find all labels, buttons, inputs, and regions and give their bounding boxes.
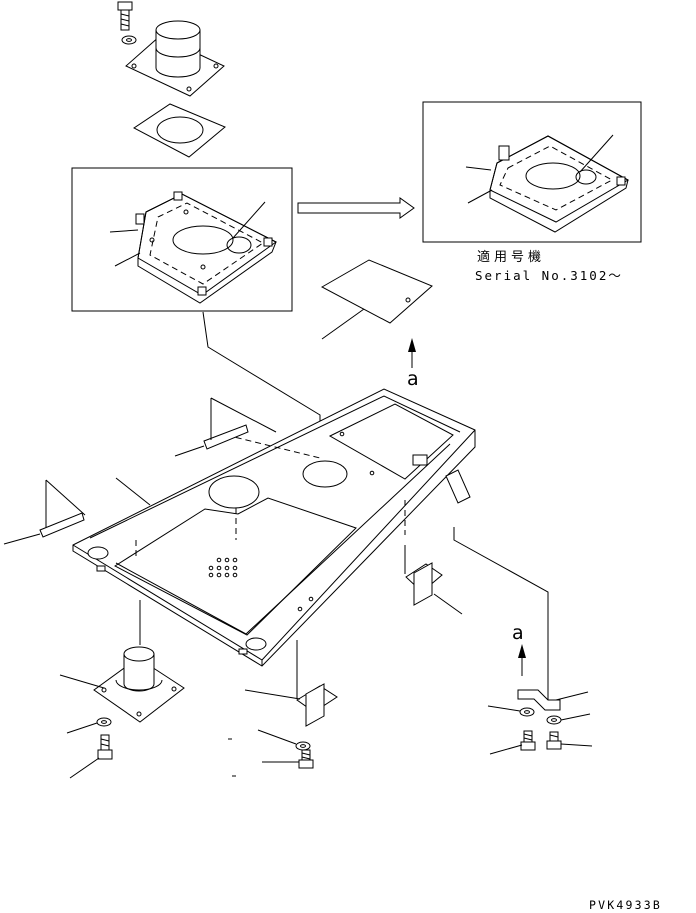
top-gasket [133, 103, 226, 158]
top-bolt [117, 1, 133, 31]
view-a-label-bottom: a [512, 622, 524, 644]
serial-label-japanese: 適用号機 [477, 250, 546, 265]
drawing-code: PVK4933B [589, 898, 662, 912]
bracket-bottom [244, 640, 338, 727]
right-lower-assembly [453, 527, 593, 755]
serial-number-label: Serial No.3102～ [475, 268, 623, 283]
cover-plate [320, 259, 433, 368]
bracket-left [3, 477, 151, 545]
main-frame [72, 388, 476, 667]
top-mount [125, 20, 225, 97]
top-washer [121, 35, 137, 45]
revision-arrow [297, 197, 415, 219]
lower-mount [59, 600, 185, 723]
bracket-right [404, 545, 463, 615]
bracket-upper [174, 397, 277, 457]
lower-washer [66, 717, 112, 734]
center-washer [228, 729, 311, 751]
inset-revised [422, 101, 642, 243]
inset-current [71, 167, 293, 312]
center-bolt [232, 749, 314, 777]
view-a-label-top: a [407, 368, 419, 390]
lower-bolt [69, 734, 113, 779]
